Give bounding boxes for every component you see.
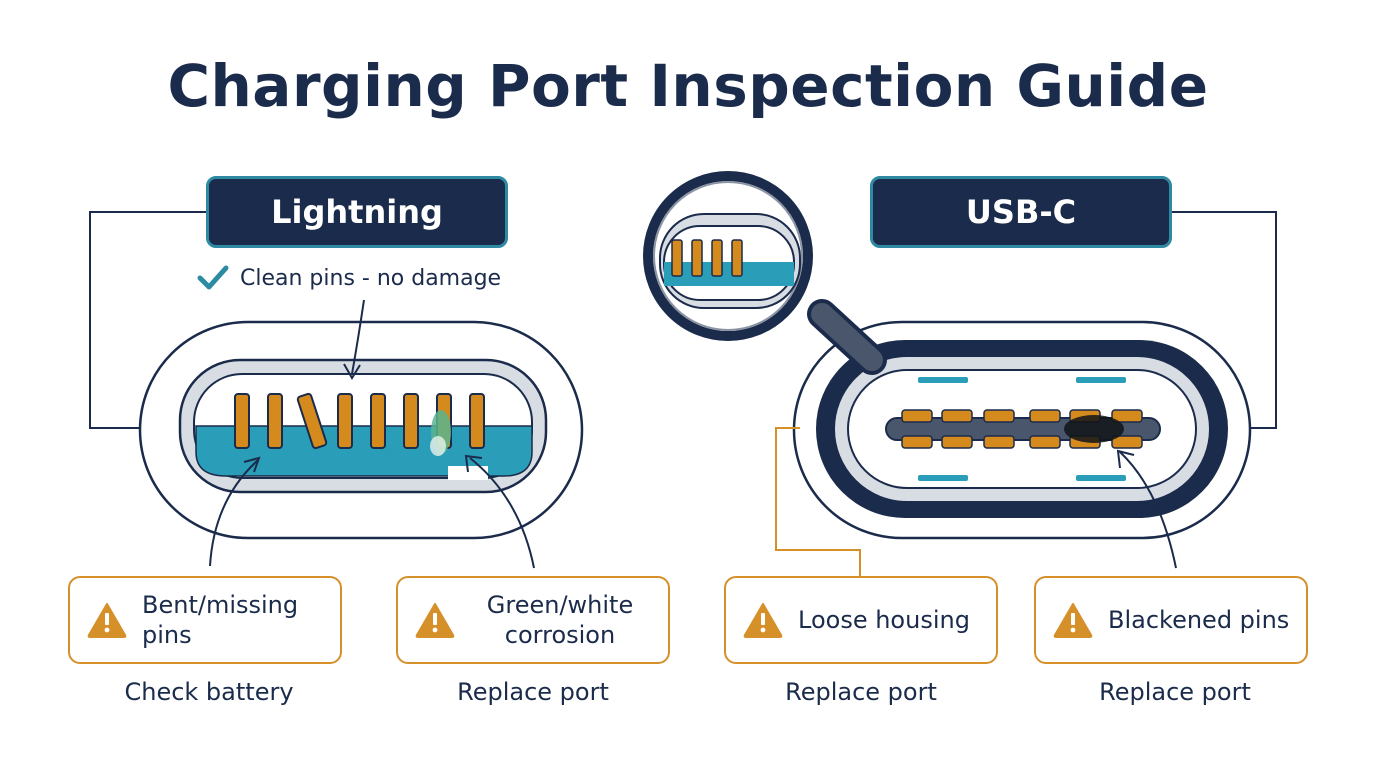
issue-loose-housing: Loose housing xyxy=(724,576,998,664)
action-replace-port: Replace port xyxy=(457,678,609,706)
lightning-label: Lightning xyxy=(206,176,508,248)
action-replace-port: Replace port xyxy=(785,678,937,706)
usbc-pin xyxy=(983,409,1015,423)
lightning-pin xyxy=(337,393,353,449)
warning-icon xyxy=(415,603,455,638)
usbc-pin xyxy=(901,435,933,449)
lightning-pin xyxy=(403,393,419,449)
lightning-pin xyxy=(370,393,386,449)
lightning-bracket-line xyxy=(89,211,208,429)
lightning-pin xyxy=(267,393,283,449)
burn-mark xyxy=(1064,415,1124,443)
bent-pins-arrow xyxy=(209,459,259,567)
usbc-label: USB-C xyxy=(870,176,1172,248)
usbc-tab xyxy=(1076,475,1126,481)
warning-icon xyxy=(1053,603,1093,638)
usbc-pin xyxy=(1029,435,1061,449)
usbc-pin xyxy=(983,435,1015,449)
usbc-pin xyxy=(1111,435,1143,449)
issue-green-white-corrosion: Green/white corrosion xyxy=(396,576,670,664)
lightning-pins xyxy=(234,392,485,450)
clean-pins-arrowhead xyxy=(343,363,361,380)
clean-pins-text: Clean pins - no damage xyxy=(240,265,502,291)
issue-text: Blackened pins xyxy=(1108,606,1290,634)
lightning-pin-gap xyxy=(448,466,488,480)
usbc-tab xyxy=(918,377,968,383)
magnifier-icon xyxy=(643,171,887,375)
blackened-pins-arrow xyxy=(1119,451,1177,569)
lightning-pin xyxy=(469,393,485,449)
usbc-bracket-line xyxy=(1172,211,1277,429)
lightning-pin-bent xyxy=(296,392,328,450)
action-check-battery: Check battery xyxy=(124,678,294,706)
issue-text: Loose housing xyxy=(798,606,970,634)
warning-icon xyxy=(87,603,127,638)
usbc-tab xyxy=(918,475,968,481)
issue-bent-missing-pins: Bent/missing pins xyxy=(68,576,342,664)
usbc-pin xyxy=(901,409,933,423)
usbc-pin xyxy=(941,409,973,423)
check-icon xyxy=(197,265,229,290)
corrosion-residue xyxy=(430,436,446,456)
lightning-pin xyxy=(234,393,250,449)
bent-pins-arrowhead xyxy=(243,456,261,473)
issue-text: Bent/missing pins xyxy=(142,591,299,649)
issue-blackened-pins: Blackened pins xyxy=(1034,576,1308,664)
usbc-pin xyxy=(1111,409,1143,423)
usbc-tabs xyxy=(918,377,1126,481)
clean-pins-arrow xyxy=(351,299,365,375)
blackened-pins-arrowhead xyxy=(1116,449,1135,469)
usbc-pin xyxy=(941,435,973,449)
corrosion-arrow xyxy=(469,457,535,569)
action-replace-port: Replace port xyxy=(1099,678,1251,706)
clean-pins-note: Clean pins - no damage xyxy=(196,264,501,292)
usbc-tab xyxy=(1076,377,1126,383)
corrosion-arrowhead xyxy=(464,454,483,473)
loose-housing-connector xyxy=(775,427,861,576)
warning-icon xyxy=(743,603,783,638)
page-title: Charging Port Inspection Guide xyxy=(167,52,1209,120)
issue-text: Green/white corrosion xyxy=(486,591,634,649)
usbc-pin xyxy=(1029,409,1061,423)
